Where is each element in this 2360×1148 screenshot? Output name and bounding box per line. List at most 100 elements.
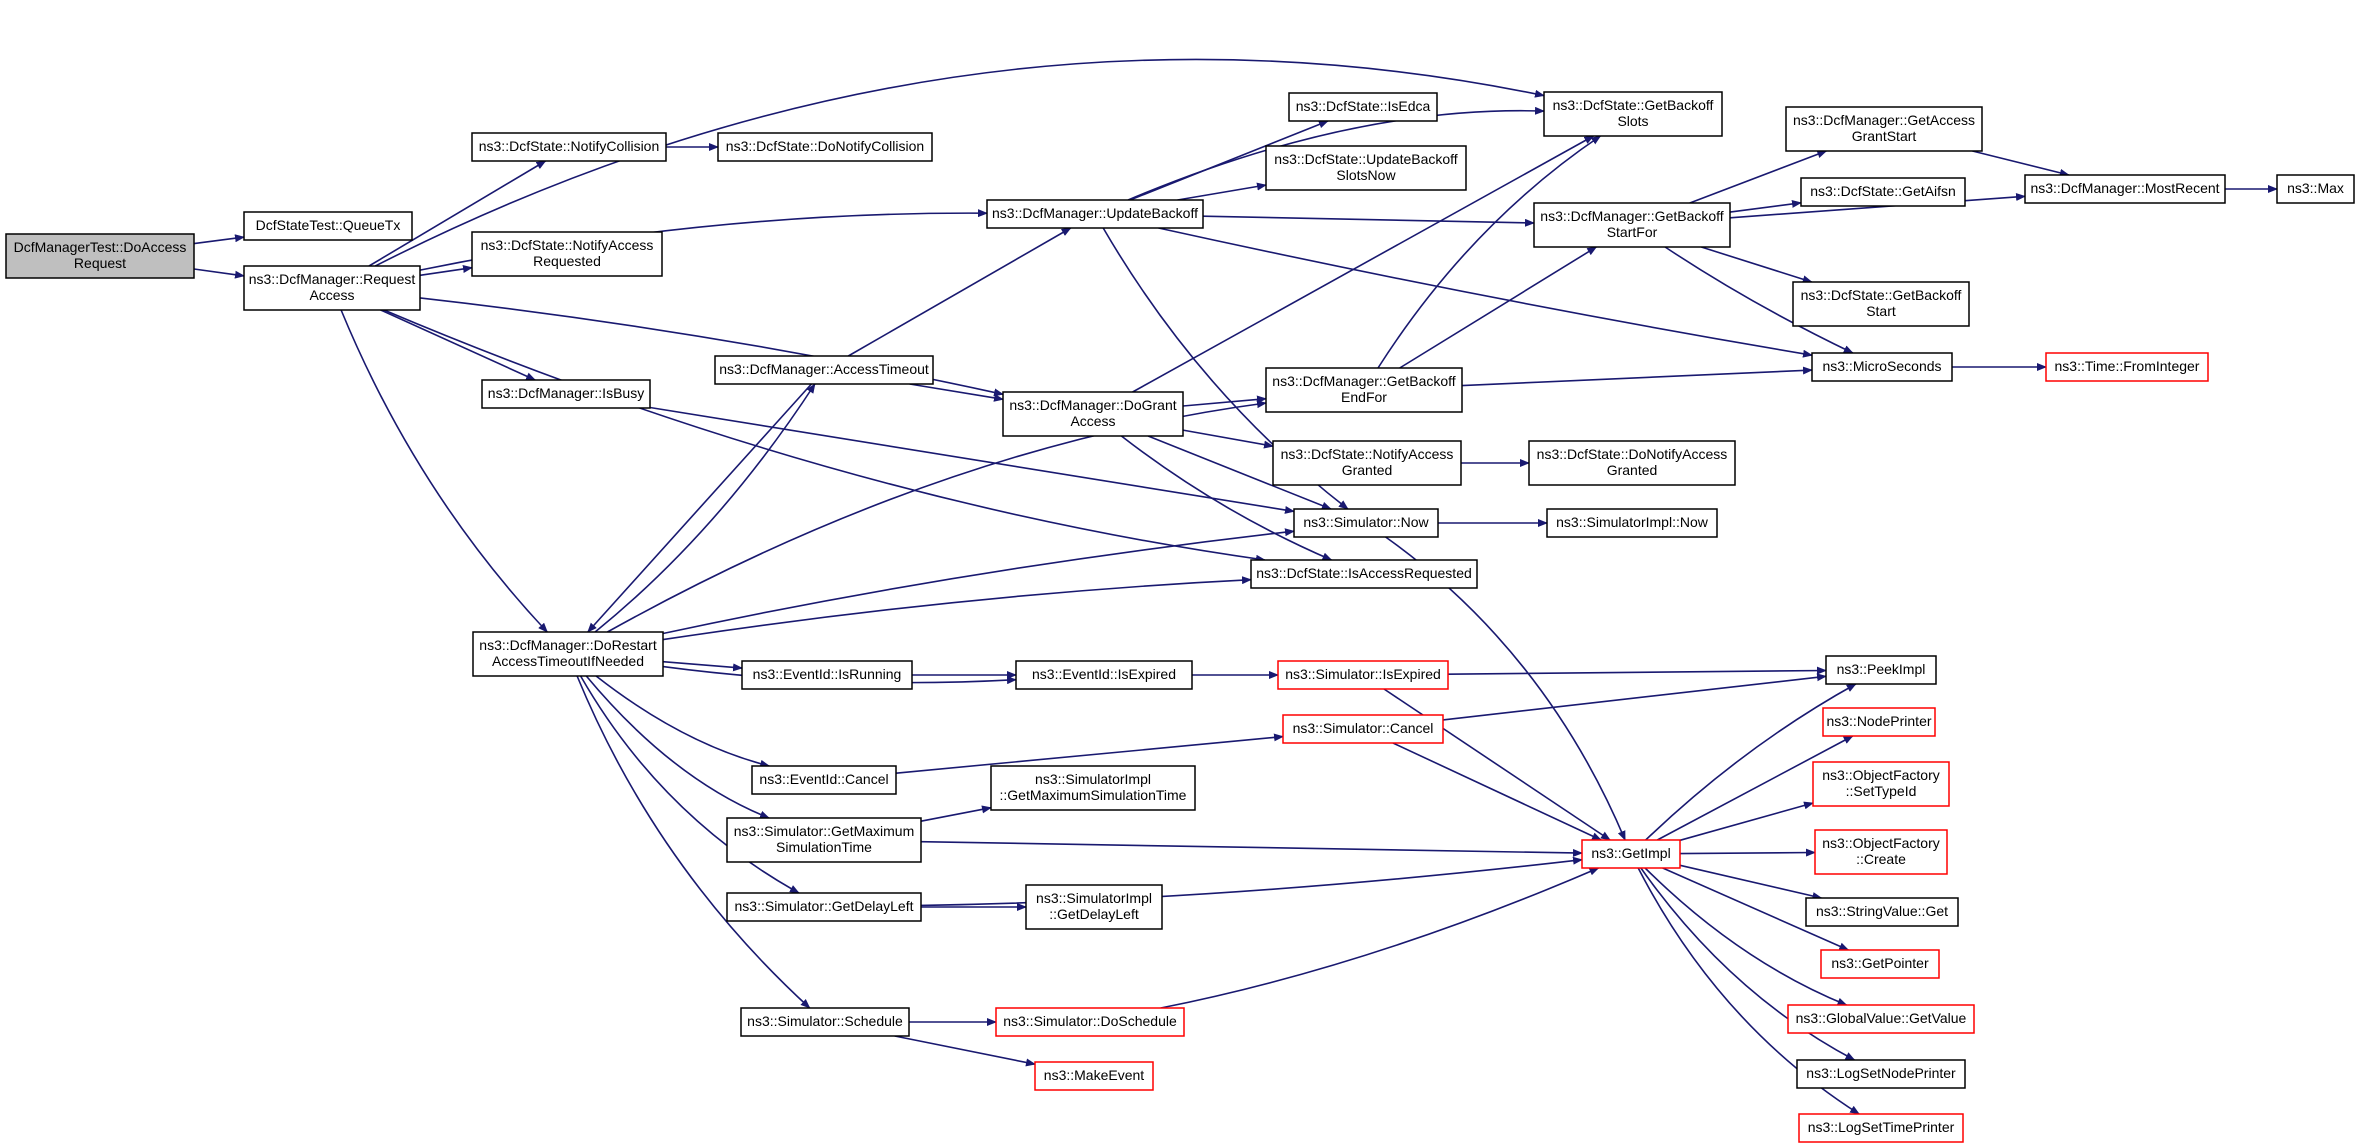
node-label-line: ns3::GetPointer — [1831, 955, 1929, 971]
function-node-simimplgetmax[interactable]: ns3::SimulatorImpl::GetMaximumSimulation… — [990, 765, 1196, 811]
node-box — [726, 892, 922, 922]
function-node-queuetx[interactable]: DcfStateTest::QueueTx — [243, 211, 413, 241]
call-edge-getimpl-to-getpointer — [1662, 867, 1850, 951]
call-edge-dorestart-to-simnow — [662, 528, 1295, 635]
node-label-line: ns3::DcfManager::GetBackoff — [1540, 208, 1723, 224]
function-node-microseconds[interactable]: ns3::MicroSeconds — [1811, 352, 1953, 382]
edge-line — [585, 675, 770, 819]
function-node-isbusy[interactable]: ns3::DcfManager::IsBusy — [481, 379, 651, 409]
call-edge-getbackoffstartfor-to-microseconds — [1664, 246, 1854, 354]
call-edge-dorestart-to-simgetmax — [585, 675, 770, 819]
call-edge-dogrant-to-simnow — [1147, 435, 1332, 510]
function-node-simnow[interactable]: ns3::Simulator::Now — [1293, 508, 1439, 538]
node-label-line: ns3::DcfManager::DoGrant — [1009, 397, 1176, 413]
edge-line — [1182, 429, 1274, 449]
edge-line — [1147, 435, 1332, 510]
function-node-getpointer[interactable]: ns3::GetPointer — [1820, 949, 1940, 979]
function-node-logsettimeprinter[interactable]: ns3::LogSetTimePrinter — [1798, 1113, 1964, 1143]
node-label-line: ns3::EventId::IsExpired — [1032, 666, 1176, 682]
call-edge-reqacc-to-dorestart — [340, 309, 548, 633]
node-label-line: ns3::LogSetNodePrinter — [1806, 1065, 1956, 1081]
node-box — [1581, 839, 1681, 869]
call-edge-updbackoff-to-updbackoffnow — [1177, 182, 1267, 201]
function-node-getaifsn[interactable]: ns3::DcfState::GetAifsn — [1800, 177, 1966, 207]
call-edge-dogrant-to-notifaccgranted — [1182, 429, 1274, 449]
node-label-line: Granted — [1607, 462, 1658, 478]
function-node-nodeprinter[interactable]: ns3::NodePrinter — [1822, 707, 1936, 737]
node-box — [1805, 897, 1959, 927]
node-label-line: ns3::DcfManager::Request — [249, 271, 416, 287]
function-node-evcancel[interactable]: ns3::EventId::Cancel — [751, 765, 897, 795]
call-edge-getimpl-to-globalvalueget — [1644, 867, 1848, 1006]
node-label-line: ns3::ObjectFactory — [1822, 835, 1940, 851]
function-node-stringvalueget[interactable]: ns3::StringValue::Get — [1805, 897, 1959, 927]
function-node-globalvalueget[interactable]: ns3::GlobalValue::GetValue — [1787, 1004, 1975, 1034]
function-node-max[interactable]: ns3::Max — [2276, 174, 2355, 204]
call-edge-reqacc-to-isaccreq — [383, 309, 1266, 563]
function-node-acctimeout[interactable]: ns3::DcfManager::AccessTimeout — [714, 355, 934, 385]
node-label-line: ns3::ObjectFactory — [1822, 767, 1940, 783]
function-node-isaccreq[interactable]: ns3::DcfState::IsAccessRequested — [1250, 559, 1478, 589]
edge-line — [587, 383, 812, 633]
function-node-simisexpired[interactable]: ns3::Simulator::IsExpired — [1277, 660, 1449, 690]
function-node-simgetmax[interactable]: ns3::Simulator::GetMaximumSimulationTime — [726, 817, 922, 863]
function-node-isrunning[interactable]: ns3::EventId::IsRunning — [741, 660, 913, 690]
node-box — [1288, 92, 1438, 122]
edge-line — [1399, 246, 1598, 369]
function-node-donotifcoll[interactable]: ns3::DcfState::DoNotifyCollision — [717, 132, 933, 162]
node-label-line: ns3::DcfState::NotifyAccess — [1281, 446, 1454, 462]
function-node-simcancel[interactable]: ns3::Simulator::Cancel — [1282, 714, 1444, 744]
node-label-line: EndFor — [1341, 389, 1387, 405]
node-label-line: ns3::DcfManager::IsBusy — [488, 385, 644, 401]
function-node-peekimpl[interactable]: ns3::PeekImpl — [1825, 655, 1937, 685]
node-label-line: DcfStateTest::QueueTx — [256, 217, 401, 233]
call-edge-root-to-reqacc — [193, 268, 245, 279]
node-box — [1293, 508, 1439, 538]
function-node-logsetnodeprinter[interactable]: ns3::LogSetNodePrinter — [1796, 1059, 1966, 1089]
function-node-ofcreate[interactable]: ns3::ObjectFactory::Create — [1814, 829, 1948, 875]
edge-line — [576, 675, 811, 1009]
function-node-mostrecent[interactable]: ns3::DcfManager::MostRecent — [2024, 174, 2226, 204]
node-box — [741, 660, 913, 690]
function-node-simschedule[interactable]: ns3::Simulator::Schedule — [740, 1007, 910, 1037]
function-node-simgetdelay[interactable]: ns3::Simulator::GetDelayLeft — [726, 892, 922, 922]
call-edge-updbackoff-to-getbackoffstartfor — [1202, 215, 1535, 227]
node-label-line: ns3::DcfManager::GetAccess — [1793, 112, 1975, 128]
node-box — [1811, 352, 1953, 382]
call-edge-simdoschedule-to-getimpl — [1160, 867, 1600, 1009]
edge-line — [649, 406, 1295, 514]
function-node-getimpl[interactable]: ns3::GetImpl — [1581, 839, 1681, 869]
function-node-makeevent[interactable]: ns3::MakeEvent — [1034, 1061, 1154, 1091]
function-node-updbackoff[interactable]: ns3::DcfManager::UpdateBackoff — [986, 199, 1204, 229]
function-node-dorestart[interactable]: ns3::DcfManager::DoRestartAccessTimeoutI… — [472, 631, 664, 677]
node-label-line: Requested — [533, 253, 601, 269]
function-node-ofsettypeid[interactable]: ns3::ObjectFactory::SetTypeId — [1812, 761, 1950, 807]
edge-line — [1377, 135, 1602, 369]
node-label-line: SimulationTime — [776, 839, 872, 855]
node-label-line: ns3::Simulator::Now — [1303, 514, 1429, 530]
call-edge-getimpl-to-peekimpl — [1645, 683, 1857, 841]
function-node-frominteger[interactable]: ns3::Time::FromInteger — [2045, 352, 2209, 382]
edge-line — [1158, 227, 1813, 358]
function-node-isexpired[interactable]: ns3::EventId::IsExpired — [1015, 660, 1193, 690]
function-node-isedca[interactable]: ns3::DcfState::IsEdca — [1288, 92, 1438, 122]
function-node-simimplnow[interactable]: ns3::SimulatorImpl::Now — [1546, 508, 1718, 538]
function-node-simimplgetdelay[interactable]: ns3::SimulatorImpl::GetDelayLeft — [1025, 884, 1163, 930]
function-node-simdoschedule[interactable]: ns3::Simulator::DoSchedule — [995, 1007, 1185, 1037]
function-node-notifcoll[interactable]: ns3::DcfState::NotifyCollision — [471, 132, 667, 162]
call-edge-acctimeout-to-updbackoff — [847, 227, 1072, 357]
node-box — [1543, 91, 1723, 137]
call-edge-simcancel-to-getimpl — [1392, 742, 1602, 841]
node-box — [1825, 655, 1937, 685]
